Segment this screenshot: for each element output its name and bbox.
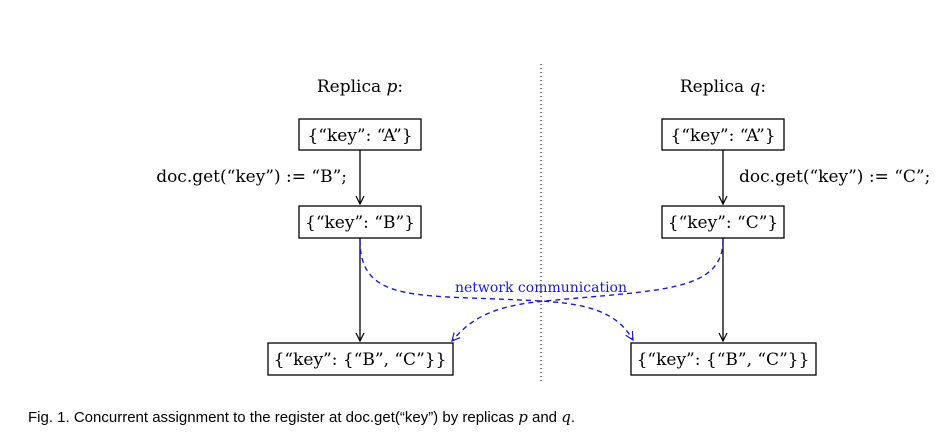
replica-p-operation: doc.get(“key”) := “B”; bbox=[156, 167, 347, 187]
replica-p-merged-state-box bbox=[267, 342, 454, 376]
replica-q-operation: doc.get(“key”) := “C”; bbox=[739, 167, 930, 187]
network-arrow-q-to-p bbox=[452, 239, 724, 341]
figure-caption: Fig. 1. Concurrent assignment to the reg… bbox=[28, 408, 575, 426]
replica-q-initial-state-box bbox=[661, 118, 785, 151]
replica-q-title: Replica q: bbox=[680, 77, 766, 97]
network-arrow-p-to-q bbox=[359, 239, 633, 340]
replica-p-title: Replica p: bbox=[317, 77, 403, 97]
network-communication-label: network communication bbox=[455, 280, 627, 296]
replica-q-merged-state-box bbox=[630, 342, 817, 376]
replica-p-initial-state: {“key”: “A”} bbox=[307, 126, 412, 146]
replica-q-updated-state: {“key”: “C”} bbox=[668, 213, 779, 233]
replica-p-merged-state: {“key”: {“B”, “C”}} bbox=[274, 350, 447, 370]
replica-q-merged-state: {“key”: {“B”, “C”}} bbox=[637, 350, 810, 370]
replica-p-updated-state: {“key”: “B”} bbox=[305, 213, 415, 233]
replica-q-initial-state: {“key”: “A”} bbox=[670, 126, 775, 146]
